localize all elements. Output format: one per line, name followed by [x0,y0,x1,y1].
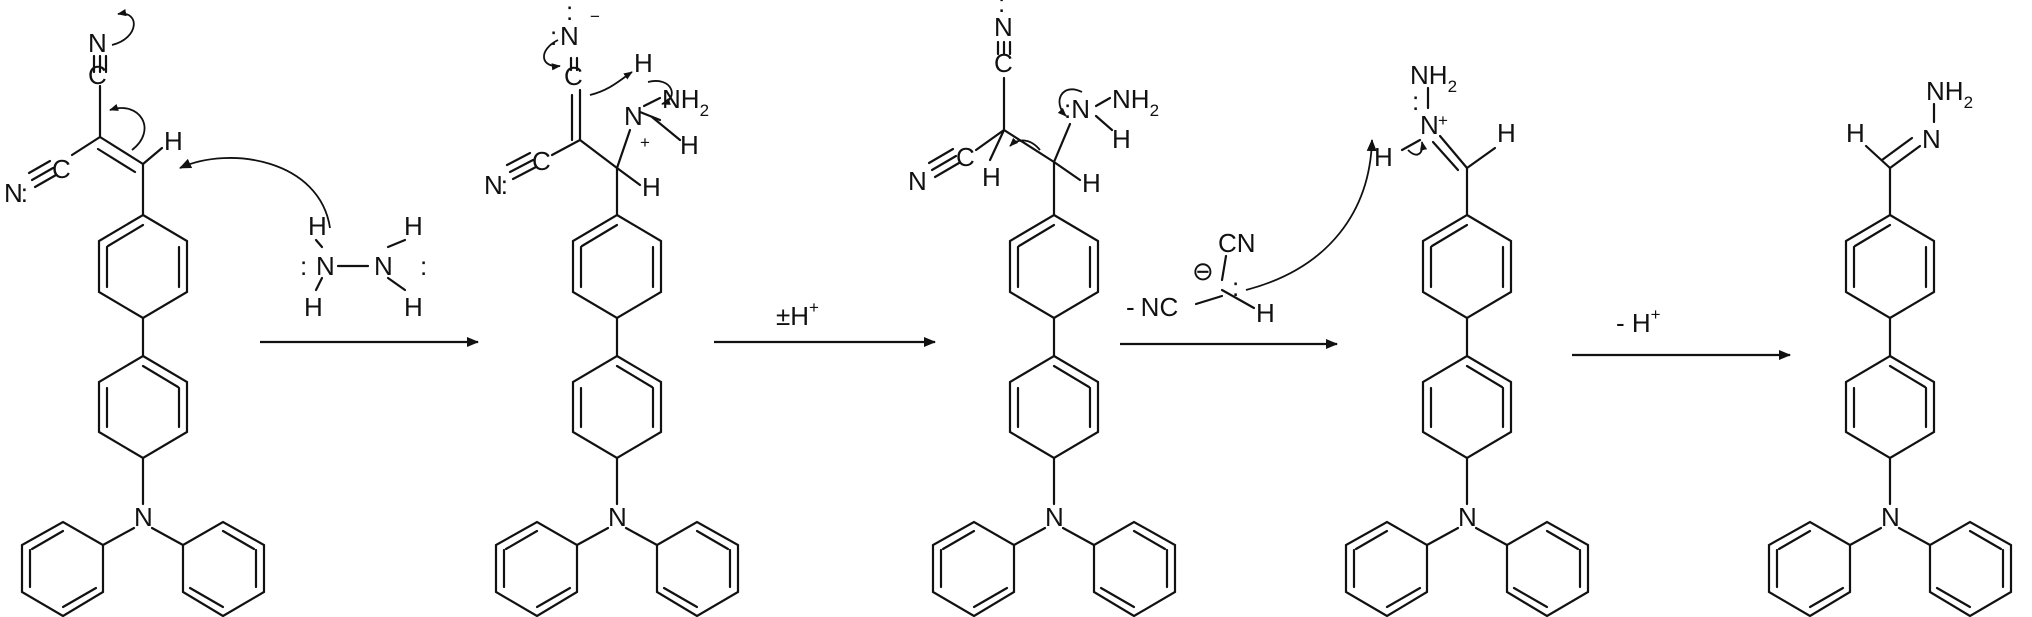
arrow-label-2: ±H+ [776,298,819,331]
nitrile-label: N: [4,178,28,208]
iminium-n: N [1420,110,1439,140]
amine-n: :N [1064,94,1090,124]
nitrile-label: N: [484,170,508,200]
h-atom: H [404,292,423,322]
h-atom: H [1374,142,1393,172]
nh2-group: NH2 [1410,60,1457,96]
nh2-group: NH2 [1112,84,1159,120]
nitrile-label: N [88,28,107,58]
lone-pair: : [420,251,427,281]
h-atom: H [304,292,323,322]
carbon-label: C [956,142,975,172]
h-atom: H [634,48,653,78]
hydrazine: H H : N N : H H [300,211,427,322]
structure-3-adduct: H :N NH2 H H N C C N : [908,0,1177,617]
structure-5-hydrazone: H N NH2 [1767,76,2013,617]
curly-arrow [179,157,331,229]
nitrile-label: N [908,166,927,196]
carbon-label: C [52,154,71,184]
curly-arrow [1245,139,1377,291]
imine-n: N [1922,124,1941,154]
curly-arrow [109,104,146,151]
charge-plus: + [1438,111,1448,130]
h-atom: H [642,172,661,202]
h-atom: H [680,130,699,160]
structure-2-zwitterion: H N + NH2 H H N: C C N : : − [484,0,740,617]
malononitrile-anion: CN ⊖ : H -NC [1126,139,1377,328]
curly-arrow [1057,88,1083,117]
h-atom: H [1497,118,1516,148]
ammonium-n: N [624,101,643,131]
lone-pair: : [998,0,1005,18]
h-atom: H [1846,118,1865,148]
carbon-label: C [532,146,551,176]
curly-arrow [543,39,561,71]
lone-pair: : [300,251,307,281]
anion-charge: ⊖ [1192,256,1214,286]
curly-arrow [111,9,135,46]
hydrazine-n: N [374,251,393,281]
lone-pair: : [1232,272,1239,302]
h-atom: H [1082,168,1101,198]
lone-pair: : [1412,86,1419,116]
h-atom: H [1112,124,1131,154]
carbon-label: C [88,60,107,90]
lone-pair: : [566,0,573,26]
ketenimine-n: N [560,21,579,51]
h-atom: H [404,211,423,241]
nitrile-n: N [994,12,1013,42]
byproduct-nc: -NC [1126,292,1178,322]
curly-arrow [1009,137,1041,151]
nh2-group: NH2 [662,84,709,120]
structure-4-iminium: H N + : NH2 H [1344,60,1590,617]
hydrazine-n: N [316,251,335,281]
byproduct-cn: CN [1218,228,1256,258]
curly-arrow [589,71,633,96]
carbon-label: C [994,48,1013,78]
charge-minus: − [590,7,600,26]
lone-pair: : [550,21,557,51]
h-atom: H [308,211,327,241]
arrow-label-4: - H+ [1616,305,1661,338]
carbon-label: C [564,61,583,91]
structure-1-dicyanovinyl: H N: C N C [4,9,331,617]
curly-arrow [1407,141,1428,156]
h-atom: H [982,162,1001,192]
charge-plus: + [640,133,650,152]
h-atom: H [164,126,183,156]
h-atom: H [1256,298,1275,328]
curly-arrow [647,80,673,105]
nh2-group: NH2 [1926,76,1973,112]
